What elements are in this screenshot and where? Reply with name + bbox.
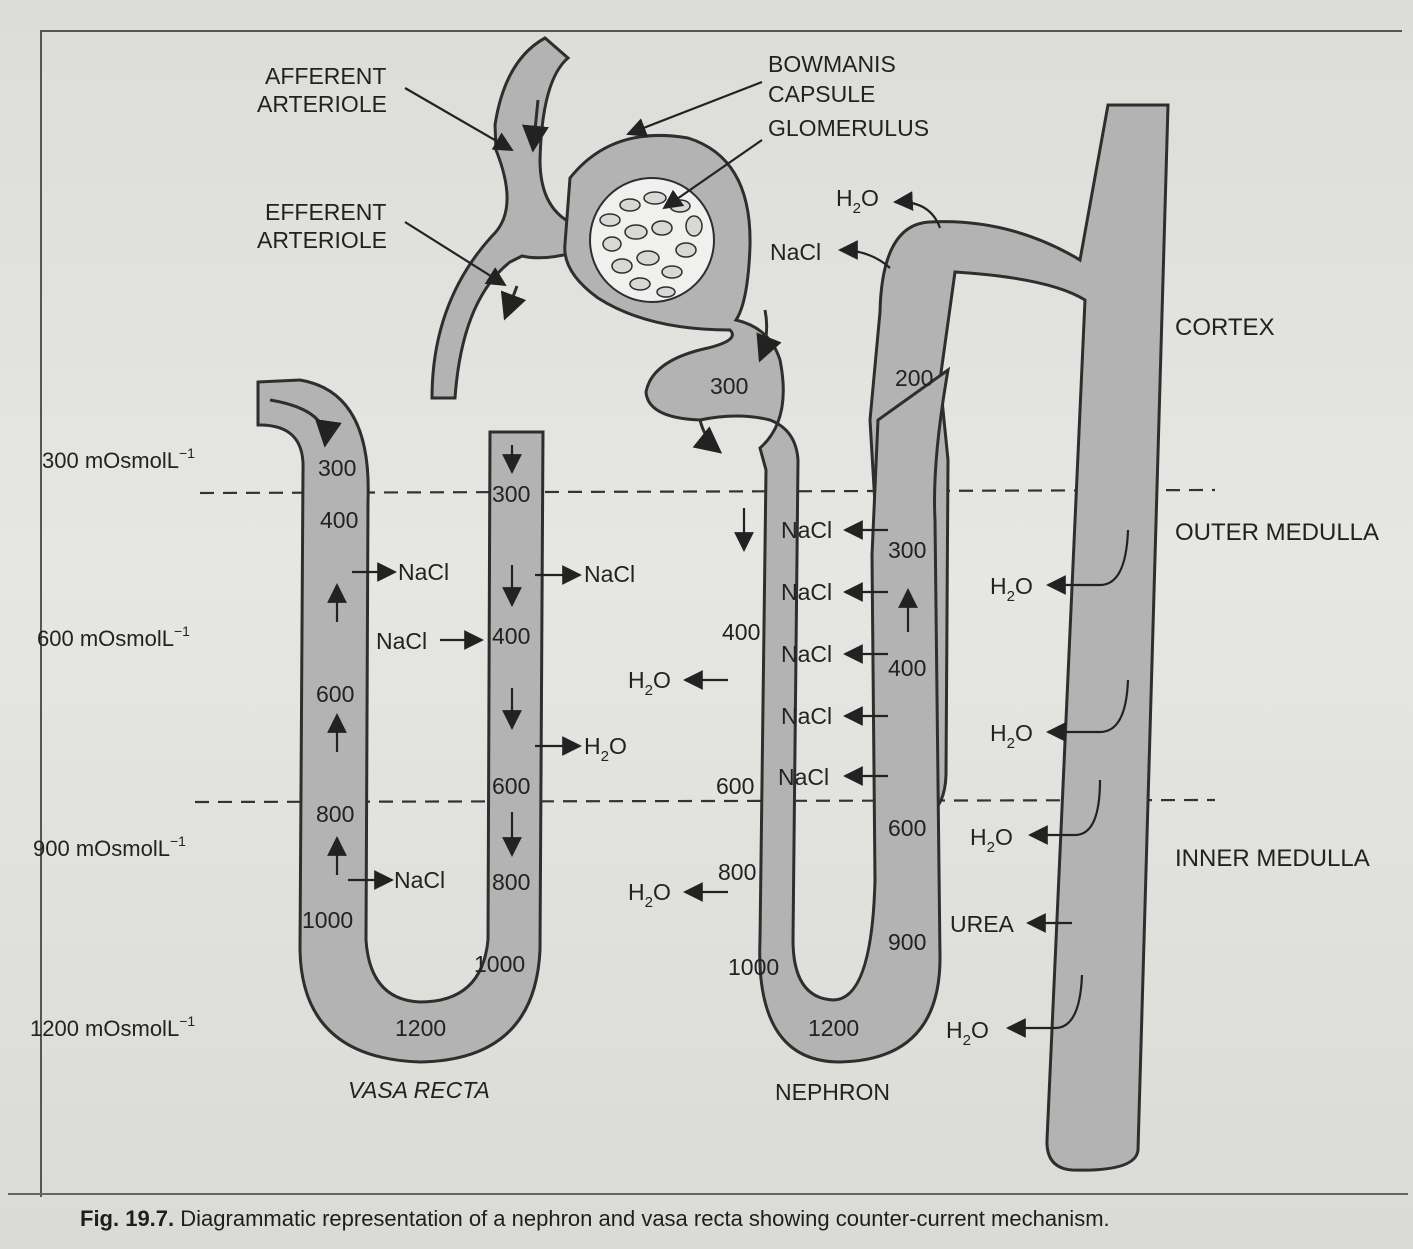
nephron-nacl-5: NaCl <box>778 764 829 790</box>
nephron-asc-300: 300 <box>888 537 926 563</box>
nephron-desc-800: 800 <box>718 859 756 885</box>
duct-h2o-3: H2O <box>970 824 1013 856</box>
nephron-h2o-2: H2O <box>628 879 671 911</box>
afferent-arteriole <box>432 38 588 398</box>
vasa-h2o: H2O <box>584 733 627 765</box>
vasa-asc-600: 600 <box>316 681 354 707</box>
nephron-asc-900: 900 <box>888 929 926 955</box>
vasa-desc-400: 400 <box>492 623 530 649</box>
caption-text: Diagrammatic representation of a nephron… <box>174 1206 1109 1231</box>
vasa-nacl-3: NaCl <box>376 628 427 654</box>
nephron-title: NEPHRON <box>775 1079 890 1105</box>
vasa-bottom-1200: 1200 <box>395 1015 446 1041</box>
nephron-nacl-3: NaCl <box>781 641 832 667</box>
nephron-nacl-top: NaCl <box>770 239 821 265</box>
glomerulus-label: GLOMERULUS <box>768 115 929 141</box>
osm-900: 900 mOsmolL−1 <box>33 833 186 861</box>
vasa-nacl-4: NaCl <box>394 867 445 893</box>
vasa-asc-300: 300 <box>318 455 356 481</box>
nephron-h2o-top: H2O <box>836 185 879 217</box>
outer-medulla-label: OUTER MEDULLA <box>1175 519 1379 546</box>
efferent-label-2: ARTERIOLE <box>257 227 387 253</box>
vasa-asc-1000: 1000 <box>302 907 353 933</box>
figure-caption: Fig. 19.7. Diagrammatic representation o… <box>80 1206 1400 1232</box>
nephron-h2o-1: H2O <box>628 667 671 699</box>
nephron-asc-400: 400 <box>888 655 926 681</box>
vasa-desc-300: 300 <box>492 481 530 507</box>
nephron-bottom-1200: 1200 <box>808 1015 859 1041</box>
figure-number: Fig. 19.7. <box>80 1206 174 1231</box>
duct-h2o-1: H2O <box>990 573 1033 605</box>
nephron-desc-400: 400 <box>722 619 760 645</box>
vasa-nacl-1: NaCl <box>398 559 449 585</box>
vasa-desc-600: 600 <box>492 773 530 799</box>
glomerulus <box>590 178 714 302</box>
afferent-label-1: AFFERENT <box>265 63 386 89</box>
osm-300: 300 mOsmolL−1 <box>42 445 195 473</box>
vasa-desc-1000: 1000 <box>474 951 525 977</box>
duct-h2o-4: H2O <box>946 1017 989 1049</box>
nephron-nacl-1: NaCl <box>781 517 832 543</box>
nephron-desc-1000: 1000 <box>728 954 779 980</box>
inner-medulla-label: INNER MEDULLA <box>1175 845 1370 872</box>
osm-600: 600 mOsmolL−1 <box>37 623 190 651</box>
vasa-asc-800: 800 <box>316 801 354 827</box>
nephron-dct-200: 200 <box>895 365 933 391</box>
vasa-asc-400: 400 <box>320 507 358 533</box>
cortex-label: CORTEX <box>1175 314 1275 341</box>
bowmans-label-2: CAPSULE <box>768 81 875 107</box>
nephron-nacl-4: NaCl <box>781 703 832 729</box>
nephron-pct-300: 300 <box>710 373 748 399</box>
nephron-nacl-2: NaCl <box>781 579 832 605</box>
bowmans-label-1: BOWMANIS <box>768 51 896 77</box>
afferent-label-2: ARTERIOLE <box>257 91 387 117</box>
vasa-desc-800: 800 <box>492 869 530 895</box>
duct-h2o-2: H2O <box>990 720 1033 752</box>
caption-divider <box>8 1193 1408 1195</box>
vasa-nacl-2: NaCl <box>584 561 635 587</box>
duct-urea: UREA <box>950 911 1015 937</box>
efferent-label-1: EFFERENT <box>265 199 386 225</box>
osm-1200: 1200 mOsmolL−1 <box>30 1013 195 1041</box>
nephron-asc-600: 600 <box>888 815 926 841</box>
nephron-desc-600: 600 <box>716 773 754 799</box>
vasa-recta-title: VASA RECTA <box>348 1077 490 1103</box>
